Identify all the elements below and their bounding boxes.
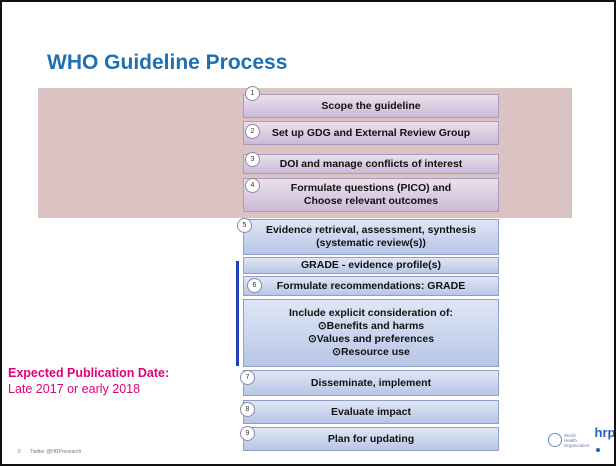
who-wordmark-line1: World Health bbox=[563, 432, 577, 443]
step-label-line2: (systematic review(s)) bbox=[316, 237, 426, 249]
who-logo: World Health Organization bbox=[548, 433, 590, 448]
step-label-line1: Evidence retrieval, assessment, synthesi… bbox=[265, 224, 477, 236]
step-label: GRADE - evidence profile(s) bbox=[300, 259, 442, 271]
step-label: Disseminate, implement bbox=[310, 376, 432, 389]
step-label: Scope the guideline bbox=[321, 99, 421, 112]
slide-footer: 5 Twitter @HRPresearch bbox=[18, 449, 81, 455]
step-doi-conflicts: DOI and manage conflicts of interest bbox=[243, 154, 499, 174]
step-set-up-groups: Set up GDG and External Review Group bbox=[243, 121, 499, 145]
step-label-line1: Formulate questions (PICO) and bbox=[290, 182, 452, 194]
slide-title: WHO Guideline Process bbox=[47, 51, 288, 74]
step-label: DOI and manage conflicts of interest bbox=[279, 157, 463, 170]
step-number-badge: 4 bbox=[245, 178, 260, 193]
considerations-list: Benefits and harms Values and preference… bbox=[244, 320, 498, 359]
left-accent-bar bbox=[236, 261, 239, 366]
step-label: Formulate recommendations: GRADE bbox=[276, 279, 466, 292]
step-evaluate-impact: Evaluate impact bbox=[243, 400, 499, 424]
step-label-line2: Choose relevant outcomes bbox=[303, 195, 439, 207]
who-wordmark-line2: Organization bbox=[563, 442, 590, 448]
hrp-logo: hrp bbox=[595, 425, 614, 455]
step-number-badge: 6 bbox=[247, 278, 262, 293]
step-number-badge: 5 bbox=[237, 218, 252, 233]
publication-date-label: Expected Publication Date: bbox=[8, 366, 170, 380]
step-label: Plan for updating bbox=[327, 432, 415, 445]
page-number: 5 bbox=[18, 449, 21, 455]
step-formulate-recommendations: Formulate recommendations: GRADE bbox=[243, 276, 499, 296]
publication-date-value: Late 2017 or early 2018 bbox=[8, 382, 141, 396]
step-number-badge: 2 bbox=[245, 124, 260, 139]
consideration-item: Values and preferences bbox=[244, 333, 498, 346]
considerations-heading: Include explicit consideration of: bbox=[289, 307, 453, 319]
consideration-item: Resource use bbox=[244, 346, 498, 359]
consideration-item: Benefits and harms bbox=[244, 320, 498, 333]
step-number-badge: 7 bbox=[240, 370, 255, 385]
logos: World Health Organization hrp bbox=[548, 425, 614, 450]
twitter-handle: Twitter @HRPresearch bbox=[30, 449, 82, 455]
step-number-badge: 8 bbox=[240, 402, 255, 417]
step-number-badge: 3 bbox=[245, 152, 260, 167]
step-number-badge: 9 bbox=[240, 426, 255, 441]
step-formulate-questions: Formulate questions (PICO) and Choose re… bbox=[243, 178, 499, 212]
step-evidence-retrieval: Evidence retrieval, assessment, synthesi… bbox=[243, 219, 499, 255]
step-disseminate-implement: Disseminate, implement bbox=[243, 370, 499, 396]
who-wordmark: World Health Organization bbox=[564, 433, 590, 448]
who-emblem-icon bbox=[548, 433, 562, 447]
step-plan-updating: Plan for updating bbox=[243, 427, 499, 451]
considerations-box: Include explicit consideration of: Benef… bbox=[243, 299, 499, 367]
step-number-badge: 1 bbox=[245, 86, 260, 101]
step-label: Set up GDG and External Review Group bbox=[271, 126, 471, 139]
step-label: Evaluate impact bbox=[331, 405, 411, 418]
publication-date-note: Expected Publication Date: Late 2017 or … bbox=[8, 365, 169, 397]
step-scope: Scope the guideline bbox=[243, 94, 499, 118]
step-grade-evidence-profile: GRADE - evidence profile(s) bbox=[243, 257, 499, 274]
